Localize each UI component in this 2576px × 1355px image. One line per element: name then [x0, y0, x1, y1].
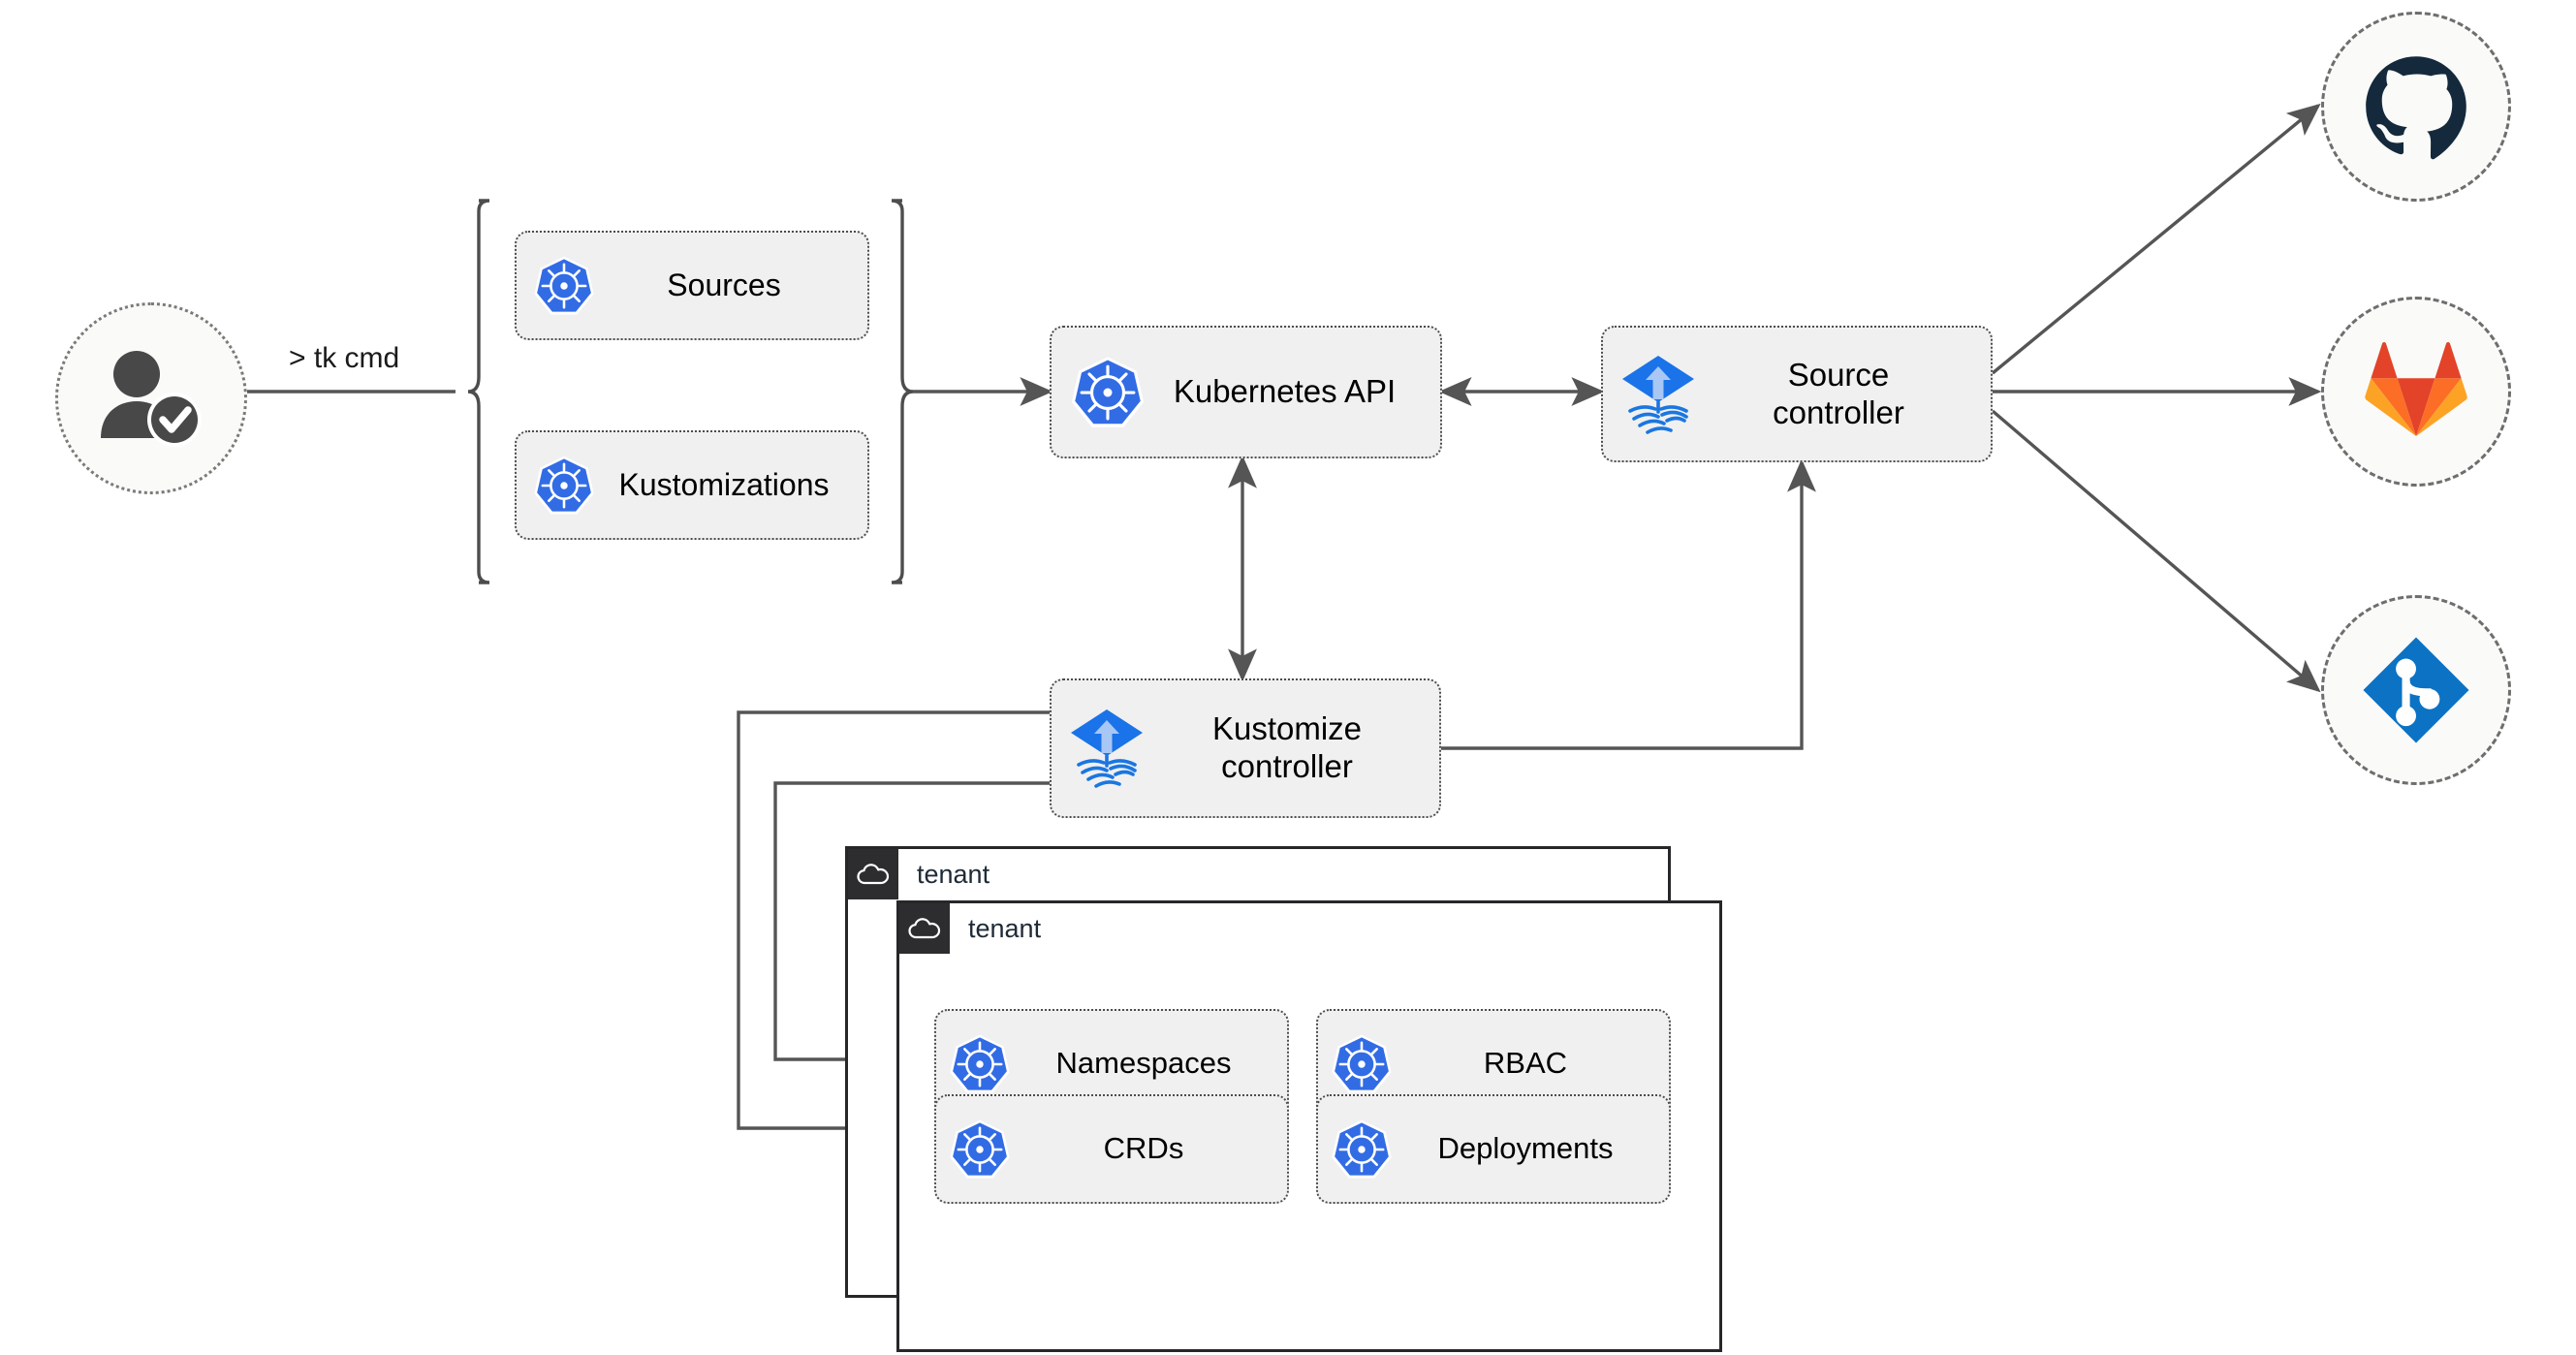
tenant-resource-label: Namespaces — [1055, 1046, 1232, 1081]
wire-source-to-git — [1991, 409, 2321, 693]
provider-github[interactable] — [2321, 12, 2511, 202]
actor-user-circle[interactable] — [55, 302, 247, 494]
label-kubernetes-api: Kubernetes API — [1173, 373, 1397, 410]
tenant-resource-label: RBAC — [1483, 1046, 1568, 1081]
tenant-resource-label: CRDs — [1103, 1131, 1184, 1166]
kubernetes-icon — [1330, 1032, 1394, 1096]
label-source-controller: Source controller — [1773, 356, 1904, 430]
cloud-icon — [848, 849, 898, 899]
edge-label-tk-cmd: > tk cmd — [289, 342, 400, 374]
node-kustomize-controller[interactable]: Kustomize controller — [1050, 678, 1441, 818]
kubernetes-icon — [948, 1032, 1012, 1096]
user-check-icon — [98, 348, 204, 449]
provider-gitlab[interactable] — [2321, 297, 2511, 487]
node-source-controller[interactable]: Source controller — [1601, 326, 1993, 462]
kubernetes-icon — [1330, 1118, 1394, 1182]
tenant-title-front: tenant — [968, 913, 1042, 943]
kubernetes-icon — [1069, 354, 1147, 431]
brace-left — [467, 199, 490, 584]
crd-label-sources: Sources — [667, 267, 781, 302]
label-kustomize-controller: Kustomize controller — [1211, 710, 1363, 784]
crd-card-kustomizations[interactable]: Kustomizations — [515, 430, 869, 540]
tenant-card-front[interactable]: tenant — [896, 900, 1722, 1352]
brace-right — [891, 199, 914, 584]
cloud-icon — [899, 903, 950, 954]
crd-label-kustomizations: Kustomizations — [618, 466, 830, 502]
node-kubernetes-api[interactable]: Kubernetes API — [1050, 326, 1442, 458]
kubernetes-icon — [532, 454, 596, 518]
kubernetes-icon — [532, 254, 596, 318]
github-icon — [2364, 54, 2468, 160]
tenant-resource-deployments[interactable]: Deployments — [1316, 1094, 1671, 1204]
flux-icon — [1065, 705, 1148, 792]
git-diamond-icon — [2360, 634, 2472, 746]
tenant-title-back: tenant — [917, 859, 990, 889]
gitlab-icon — [2365, 341, 2467, 440]
crd-card-sources[interactable]: Sources — [515, 231, 869, 340]
tenant-resource-label: Deployments — [1437, 1131, 1614, 1166]
tenant-header-front: tenant — [899, 903, 1041, 954]
provider-git-repository[interactable] — [2321, 595, 2511, 785]
kubernetes-icon — [948, 1118, 1012, 1182]
tenant-header-back: tenant — [848, 849, 990, 899]
flux-icon — [1617, 351, 1700, 438]
wire-source-to-github — [1991, 103, 2321, 375]
tenant-resource-crds[interactable]: CRDs — [934, 1094, 1289, 1204]
wire-kustomize-to-source — [1441, 458, 1816, 750]
